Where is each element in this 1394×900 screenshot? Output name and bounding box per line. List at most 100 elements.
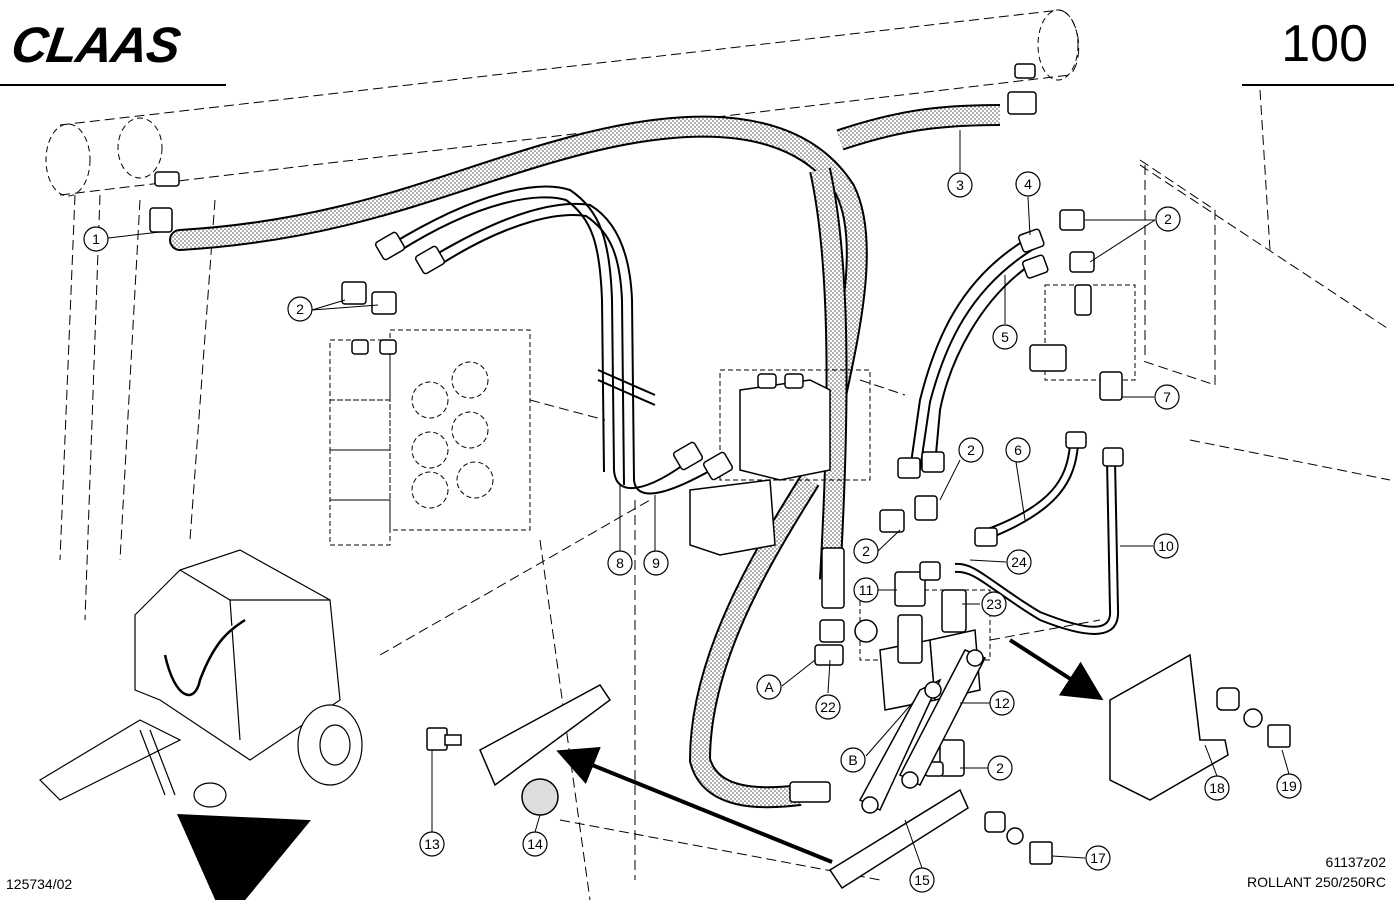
callout-label: 12 [994,695,1010,711]
callout-c9: 9 [643,550,669,576]
callout-circle [840,747,866,773]
callout-circle [756,674,782,700]
callout-c8: 8 [607,550,633,576]
callout-c14: 14 [522,831,548,857]
hardware [426,687,1291,865]
callout-circle [981,591,1007,617]
callout-label: 22 [820,699,836,715]
callout-c15: 15 [909,867,935,893]
callout-cA: A [756,674,782,700]
levers [479,649,1229,890]
callout-c13: 13 [419,831,445,857]
callout-label: 4 [1024,176,1032,192]
callout-circle [643,550,669,576]
callout-circle [1204,775,1230,801]
drawing-number: 61137z02 [1325,854,1386,870]
callout-circle [522,831,548,857]
callout-label: 10 [1158,538,1174,554]
callout-c24: 24 [1006,549,1032,575]
callout-c2c: 2 [958,437,984,463]
fittings [149,63,1124,803]
callout-c2a: 2 [287,296,313,322]
callout-c12: 12 [989,690,1015,716]
callout-circle [83,226,109,252]
callout-circle [287,296,313,322]
callout-label: 2 [862,543,870,559]
callout-label: 13 [424,836,440,852]
callout-circle [947,172,973,198]
callout-c4: 4 [1015,171,1041,197]
callout-label: B [848,752,857,768]
callout-circle [1006,549,1032,575]
callout-circle [989,690,1015,716]
callout-circle [1153,533,1179,559]
callout-circle [1154,384,1180,410]
callout-label: 1 [92,231,100,247]
brand-logo: CLAAS [8,17,184,73]
callout-label: 18 [1209,780,1225,796]
dashed-background [59,9,1391,900]
callout-cB: B [840,747,866,773]
callout-c10: 10 [1153,533,1179,559]
callout-label: 2 [296,301,304,317]
callout-circle [992,324,1018,350]
callout-label: 2 [967,442,975,458]
callout-label: 2 [1164,211,1172,227]
callout-c2b: 2 [1155,206,1181,232]
model-name: ROLLANT 250/250RC [1246,874,1386,890]
callout-label: 19 [1281,778,1297,794]
callout-circle [1155,206,1181,232]
drawing-info: 61137z02 ROLLANT 250/250RC [1247,852,1386,892]
callout-label: 3 [956,177,964,193]
callout-label: 8 [616,555,624,571]
callout-c17: 17 [1085,845,1111,871]
callout-c5: 5 [992,324,1018,350]
callout-c1: 1 [83,226,109,252]
callout-circle [1085,845,1111,871]
callout-circle [853,538,879,564]
pipe-clamp [597,369,656,406]
callout-c23: 23 [981,591,1007,617]
callout-label: 7 [1163,389,1171,405]
callout-label: 11 [859,582,874,598]
callout-circle [1005,437,1031,463]
callout-c19: 19 [1276,773,1302,799]
callout-label: 9 [652,555,660,571]
baler-thumbnail [39,549,363,808]
doc-number: 125734/02 [6,876,73,892]
cylinder-ghost [45,9,1079,197]
callout-label: A [764,679,774,695]
leader-lines [107,130,1290,869]
callout-c2d: 2 [853,538,879,564]
callout-label: 15 [914,872,930,888]
callout-label: 14 [527,836,543,852]
callout-label: 17 [1090,850,1106,866]
callout-c22: 22 [815,694,841,720]
callout-circle [815,694,841,720]
callout-circle [987,755,1013,781]
callout-c6: 6 [1005,437,1031,463]
callout-circle [607,550,633,576]
callout-label: 5 [1001,329,1009,345]
callout-label: 23 [986,596,1002,612]
callout-label: 6 [1014,442,1022,458]
callout-c7: 7 [1154,384,1180,410]
steel-pipes [389,185,1120,635]
callout-circle [419,831,445,857]
callout-circle [1276,773,1302,799]
callout-c18: 18 [1204,775,1230,801]
callout-circle [958,437,984,463]
callout-c3: 3 [947,172,973,198]
callout-label: 2 [996,760,1004,776]
callout-circle [909,867,935,893]
callout-c11: 11 [853,577,879,603]
direction-arrows [176,638,1104,900]
callout-c2e: 2 [987,755,1013,781]
callout-label: 24 [1011,554,1027,570]
page-number: 100 [1281,15,1368,73]
callout-circle [1015,171,1041,197]
callout-circle [853,577,879,603]
